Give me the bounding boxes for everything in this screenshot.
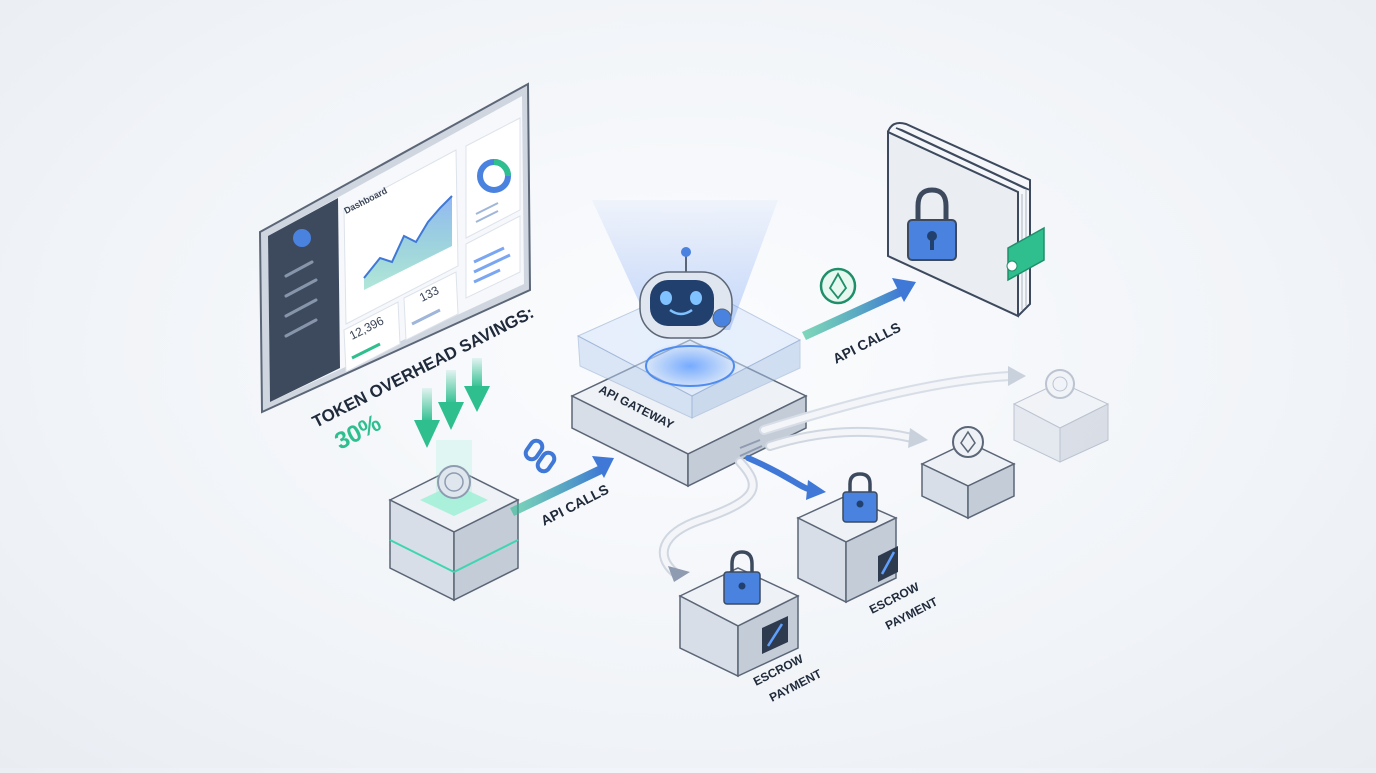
stat-card-b (403, 271, 459, 341)
padlock-icon (907, 187, 957, 261)
chain-link-icon (762, 616, 788, 654)
avatar (293, 229, 311, 247)
arrow-icon (802, 278, 916, 340)
coin-icon (1045, 369, 1075, 399)
api-calls-left-label: API CALLS (538, 481, 611, 529)
api-calls-right-label: API CALLS (830, 319, 903, 367)
dashboard-sidebar (268, 198, 340, 402)
wallet-icon (887, 122, 1045, 318)
dashboard-monitor: Dashboard 12,396 133 (258, 82, 532, 414)
source-box (388, 440, 520, 602)
padlock-icon (842, 472, 878, 523)
padlock-icon (723, 550, 761, 605)
coin-icon (819, 267, 857, 305)
coin-box (920, 426, 1016, 520)
donut-card (465, 117, 521, 239)
area-chart (364, 196, 452, 290)
coin-icon (437, 465, 471, 499)
arrow-icon (510, 456, 614, 516)
flow-pipes (658, 366, 1026, 582)
savings-arrows (414, 358, 490, 448)
sidebar-menu (284, 260, 318, 338)
api-gateway: API GATEWAY (570, 283, 808, 488)
chain-link-icon (878, 546, 898, 582)
robot-icon (639, 247, 733, 339)
list-card (465, 215, 521, 299)
chain-link-icon (523, 438, 557, 474)
faded-box (1012, 369, 1110, 463)
escrow-box-right (796, 472, 898, 604)
escrow-box-bottom (678, 550, 800, 678)
coin-icon (952, 426, 984, 458)
